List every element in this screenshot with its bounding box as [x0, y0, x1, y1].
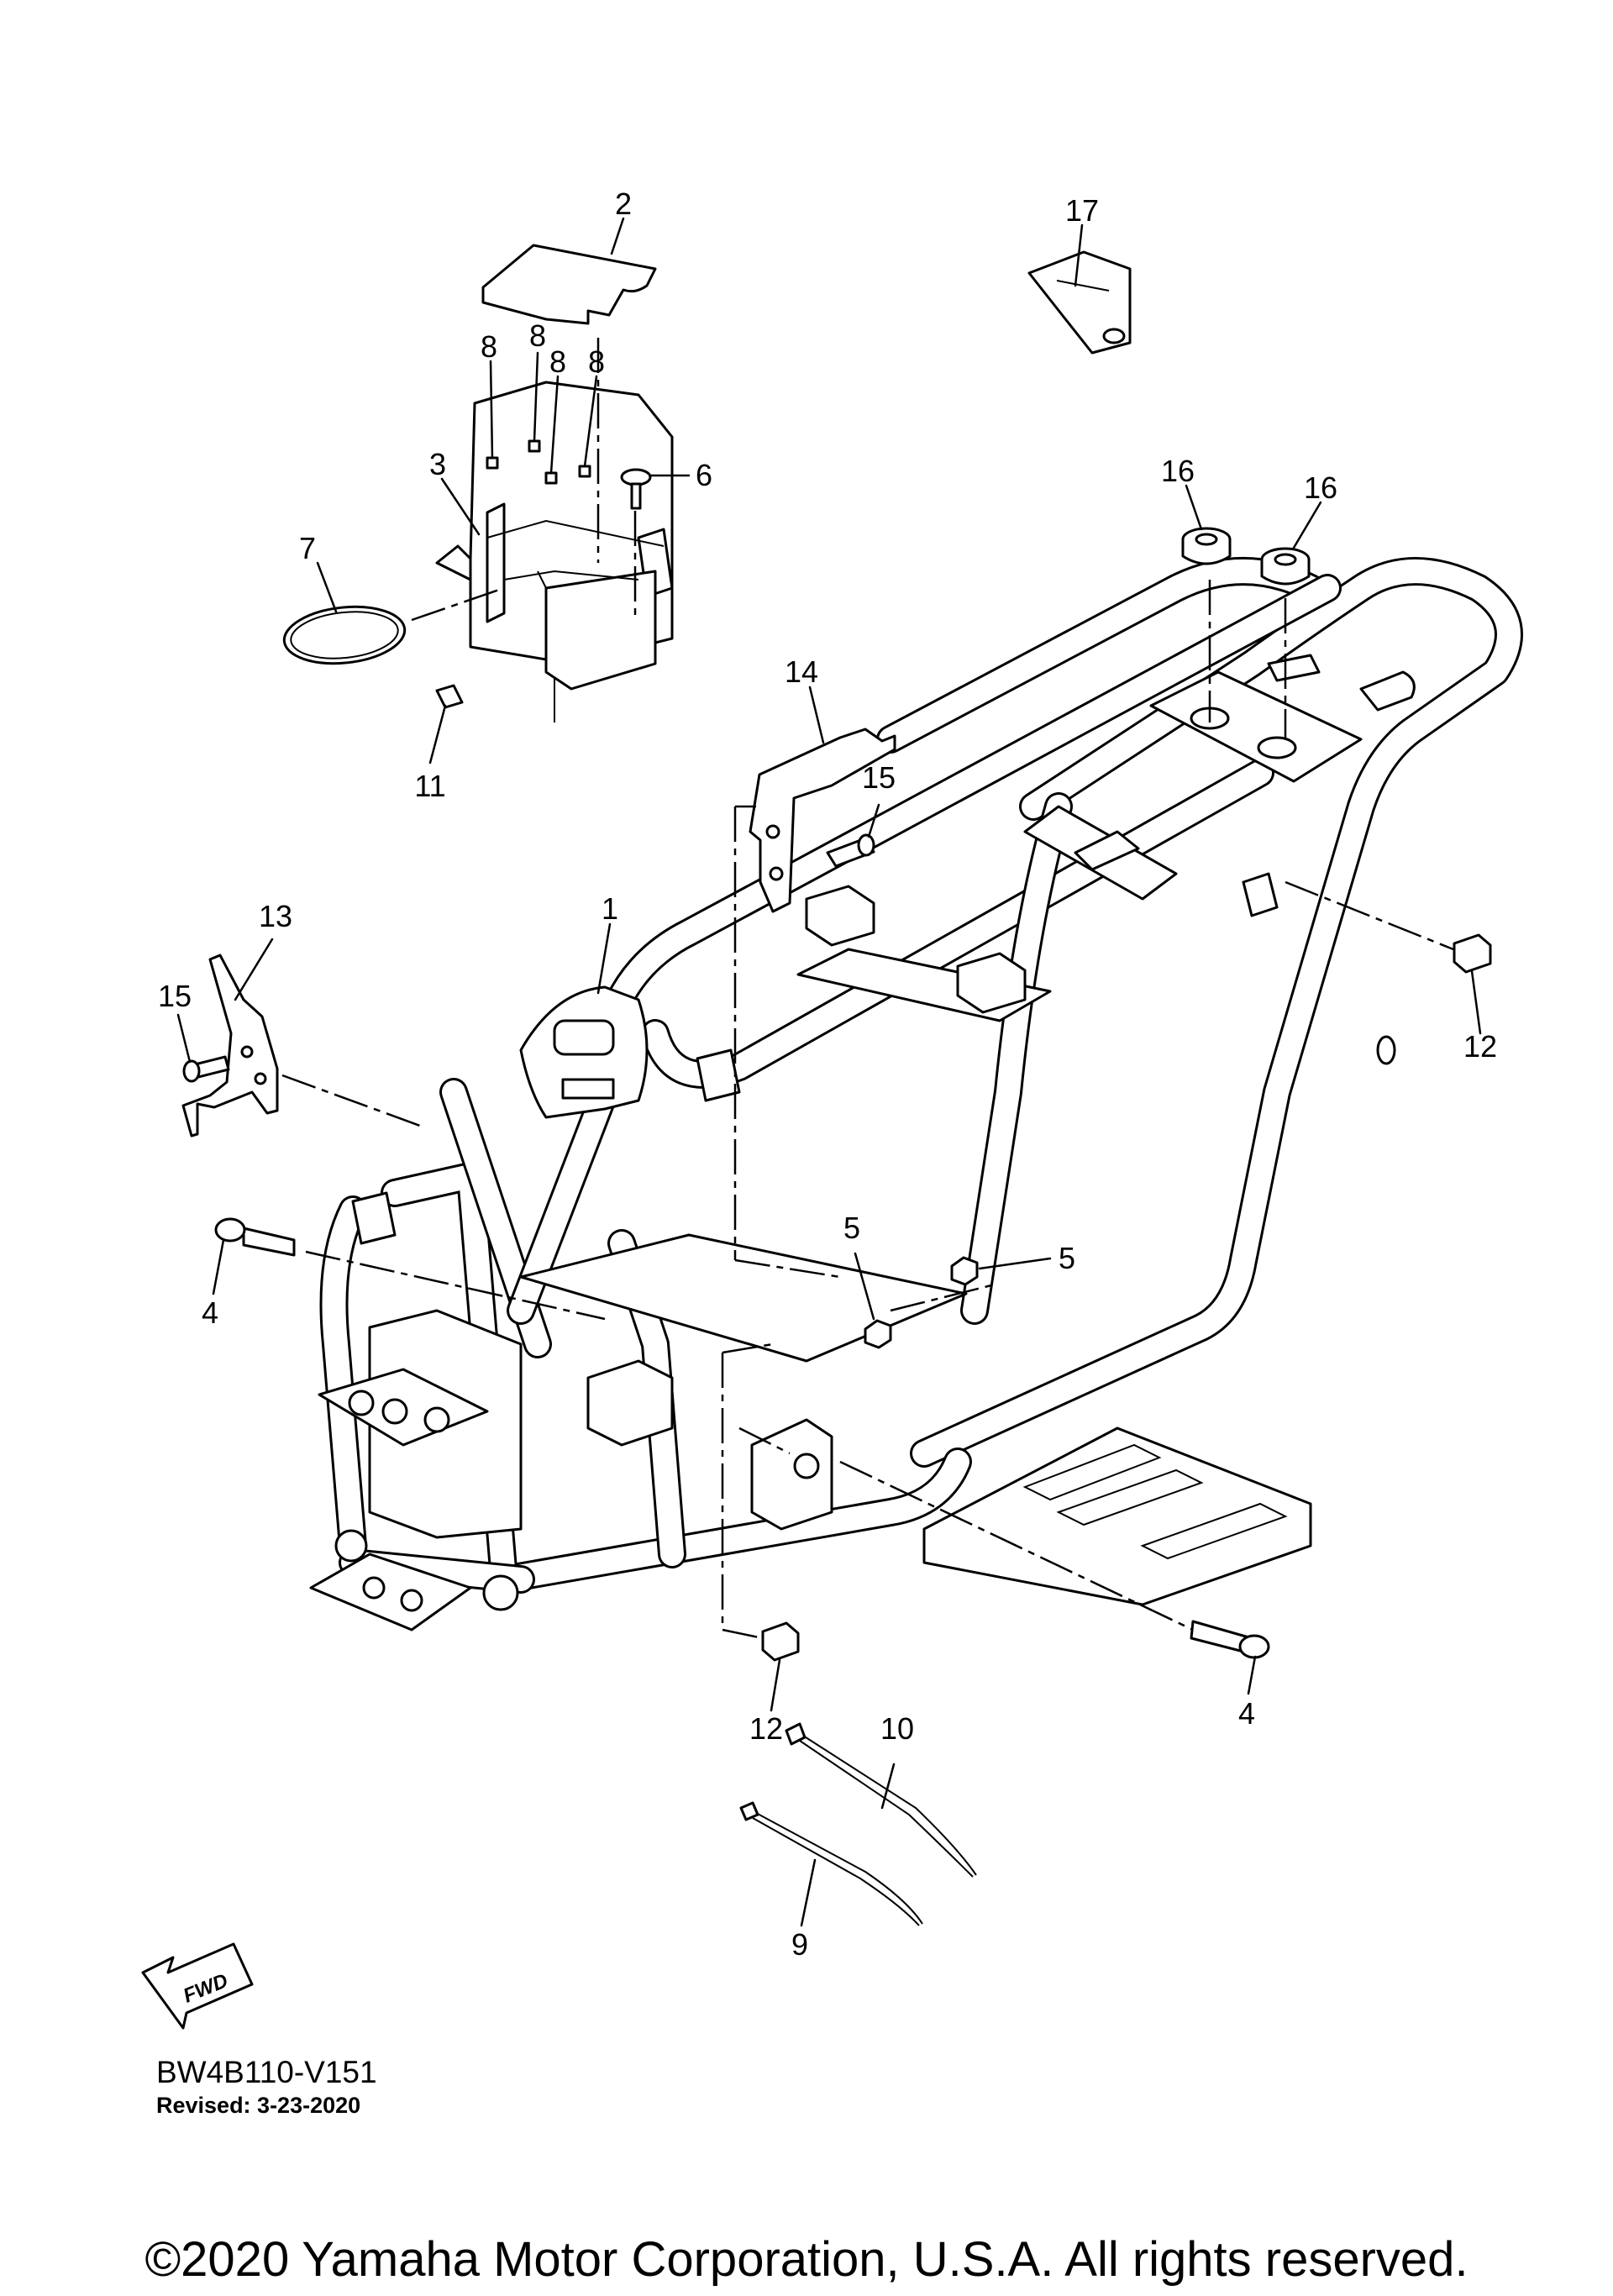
callout-17: 17: [1065, 193, 1099, 228]
pad-part-8-b: [528, 439, 541, 453]
screw-part-6: [620, 468, 652, 510]
callout-8-c: 8: [549, 344, 566, 379]
callout-13: 13: [259, 899, 292, 933]
callout-8-d: 8: [588, 344, 605, 379]
callout-8-a: 8: [481, 329, 497, 364]
callout-4-a: 4: [202, 1295, 218, 1330]
bracket-part-13: [181, 954, 279, 1137]
bolt-part-4-a: [214, 1217, 296, 1257]
callout-4-b: 4: [1238, 1696, 1255, 1731]
callout-1: 1: [602, 891, 618, 926]
callout-11: 11: [414, 769, 445, 803]
callout-2: 2: [615, 187, 632, 221]
assembly-lines: [281, 338, 1454, 1640]
grommet-part-16-a: [1181, 527, 1232, 565]
leader-lines: [176, 217, 1482, 1927]
battery-cover-part-2: [481, 244, 657, 325]
callout-5-b: 5: [1059, 1241, 1075, 1275]
bolt-part-15-b: [182, 1055, 230, 1083]
cable-tie-part-10: [785, 1722, 977, 1878]
bolt-part-4-b: [1190, 1620, 1270, 1659]
pad-part-8-d: [578, 465, 591, 478]
revised-date: Revised: 3-23-2020: [156, 2093, 361, 2118]
diagram-code: BW4B110-V151: [156, 2055, 377, 2089]
nut-part-5-a: [864, 1319, 892, 1349]
copyright-notice: ©2020 Yamaha Motor Corporation, U.S.A. A…: [144, 2232, 1469, 2287]
clip-part-12-a: [1453, 933, 1492, 974]
pad-part-8-a: [486, 456, 499, 470]
bolt-part-15-a: [826, 833, 875, 868]
callout-6: 6: [696, 458, 712, 492]
callout-12-a: 12: [1463, 1029, 1497, 1064]
callout-14: 14: [785, 654, 818, 689]
callout-3: 3: [429, 447, 446, 481]
pad-part-8-c: [544, 471, 558, 485]
fwd-arrow-icon: FWD: [141, 1942, 254, 2030]
callout-16-a: 16: [1161, 454, 1195, 488]
callout-9: 9: [791, 1927, 808, 1962]
callout-7: 7: [299, 531, 316, 565]
nut-part-5-b: [950, 1256, 979, 1286]
band-part-7: [282, 605, 407, 665]
cable-tie-part-9: [739, 1801, 923, 1926]
grommet-part-16-b: [1260, 547, 1311, 586]
label-part-17: [1027, 250, 1132, 355]
callout-5-a: 5: [843, 1211, 860, 1245]
callout-labels: 2 17 8 8 8 8 3 6 7 16 16 11 14 15 13 1 1…: [158, 187, 1497, 1962]
callout-16-b: 16: [1304, 470, 1337, 505]
bracket-part-14: [749, 728, 896, 913]
clip-part-11: [435, 684, 464, 709]
callout-15-a: 15: [862, 760, 896, 795]
callout-10: 10: [880, 1711, 914, 1746]
callout-12-b: 12: [749, 1711, 783, 1746]
callout-15-b: 15: [158, 979, 192, 1013]
frame-part-1: [309, 557, 1523, 1631]
callout-8-b: 8: [529, 318, 546, 353]
clip-part-12-b: [761, 1621, 800, 1662]
battery-box-part-3: [435, 381, 674, 722]
